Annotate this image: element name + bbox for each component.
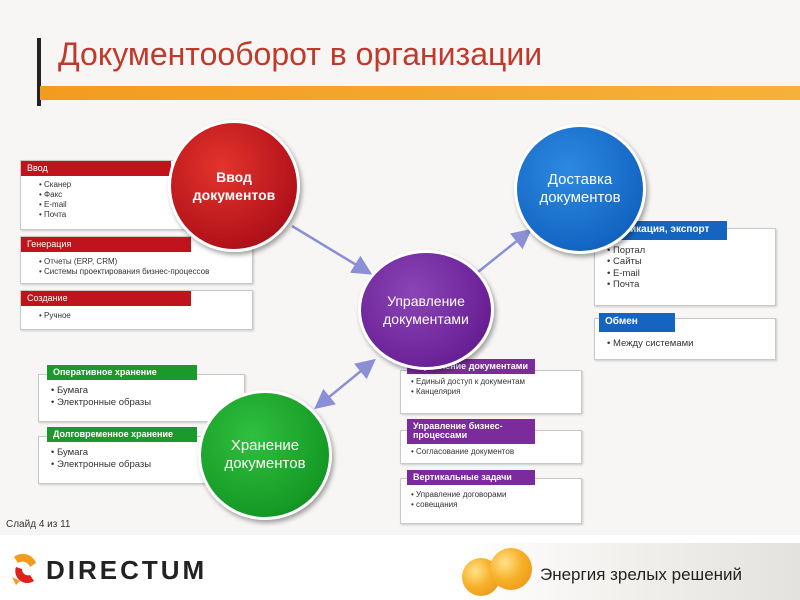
title-accent-bar <box>37 38 41 106</box>
group-items: Сканер Факс E-mail Почта <box>21 176 252 220</box>
list-item: Единый доступ к документам <box>411 377 581 387</box>
group-items: Портал Сайты E-mail Почта <box>595 240 775 291</box>
group-items: Согласование документов <box>401 444 581 457</box>
group-items: Управление договорами совещания <box>401 485 581 510</box>
group-items: Ручное <box>21 306 252 321</box>
list-item: E-mail <box>607 268 775 280</box>
arrow-input-to-management <box>291 224 373 275</box>
list-item: Канцелярия <box>411 387 581 397</box>
slogan-text: Энергия зрелых решений <box>540 565 743 584</box>
list-item: Электронные образы <box>51 459 244 471</box>
list-item: совещания <box>411 500 581 510</box>
logo-text: DIRECTUM <box>46 554 208 585</box>
group-header: Создание <box>21 291 191 307</box>
list-item: Между системами <box>607 338 775 350</box>
management-group-bp: Управление бизнес-процессами Согласовани… <box>400 419 582 464</box>
group-header: Оперативное хранение <box>47 365 197 381</box>
list-item: Ручное <box>39 311 252 321</box>
group-header: Ввод <box>21 161 171 177</box>
group-items: Отчеты (ERP, CRM) Системы проектирования… <box>21 252 252 277</box>
list-item: Отчеты (ERP, CRM) <box>39 257 252 267</box>
list-item: E-mail <box>39 200 252 210</box>
arrow-management-storage <box>314 358 376 410</box>
directum-logo-icon <box>12 553 36 585</box>
group-items: Бумага Электронные образы <box>39 442 244 470</box>
storage-group-operational: Оперативное хранение Бумага Электронные … <box>38 365 245 422</box>
list-item: Факс <box>39 190 252 200</box>
input-group-creation: Создание Ручное <box>20 290 253 330</box>
circle-storage: Хранение документов <box>198 390 332 520</box>
group-items: Бумага Электронные образы <box>39 380 244 408</box>
circle-label: Хранение документов <box>224 437 306 472</box>
group-header: Долговременное хранение <box>47 427 197 443</box>
slide-title: Документооборот в организации <box>58 36 543 72</box>
circle-delivery: Доставка документов <box>514 124 646 254</box>
directum-logo: DIRECTUM <box>10 551 258 589</box>
delivery-group-publication: Публикация, экспорт Портал Сайты E-mail … <box>594 221 776 306</box>
management-group-vertical: Вертикальные задачи Управление договорам… <box>400 470 582 524</box>
list-item: Почта <box>607 279 775 291</box>
list-item: Управление договорами <box>411 490 581 500</box>
circle-management: Управление документами <box>358 250 494 370</box>
list-item: Электронные образы <box>51 397 244 409</box>
arrow-management-to-delivery <box>477 228 532 273</box>
title-underline-bar <box>40 86 800 100</box>
list-item: Бумага <box>51 447 244 459</box>
delivery-group-exchange: Обмен Между системами <box>594 313 776 360</box>
group-header: Генерация <box>21 237 191 253</box>
circle-input: Ввод документов <box>168 120 300 252</box>
circle-label: Ввод документов <box>192 169 276 203</box>
list-item: Сканер <box>39 180 252 190</box>
list-item: Бумага <box>51 385 244 397</box>
list-item: Почта <box>39 210 252 220</box>
list-item: Согласование документов <box>411 447 581 457</box>
circle-label: Управление документами <box>383 293 469 327</box>
group-items: Между системами <box>595 332 775 350</box>
group-header: Обмен <box>599 313 675 332</box>
orange-fruit-icon <box>462 548 542 600</box>
list-item: Портал <box>607 245 775 257</box>
list-item: Сайты <box>607 256 775 268</box>
circle-label: Доставка документов <box>539 171 621 206</box>
input-group-generation: Генерация Отчеты (ERP, CRM) Системы прое… <box>20 236 253 284</box>
group-header: Управление бизнес-процессами <box>407 419 535 444</box>
list-item: Системы проектирования бизнес-процессов <box>39 267 252 277</box>
group-header: Вертикальные задачи <box>407 470 535 486</box>
slide-number: Слайд 4 из 11 <box>6 519 71 530</box>
group-items: Единый доступ к документам Канцелярия <box>401 374 581 397</box>
management-group-docs: Управление документами Единый доступ к д… <box>400 359 582 414</box>
